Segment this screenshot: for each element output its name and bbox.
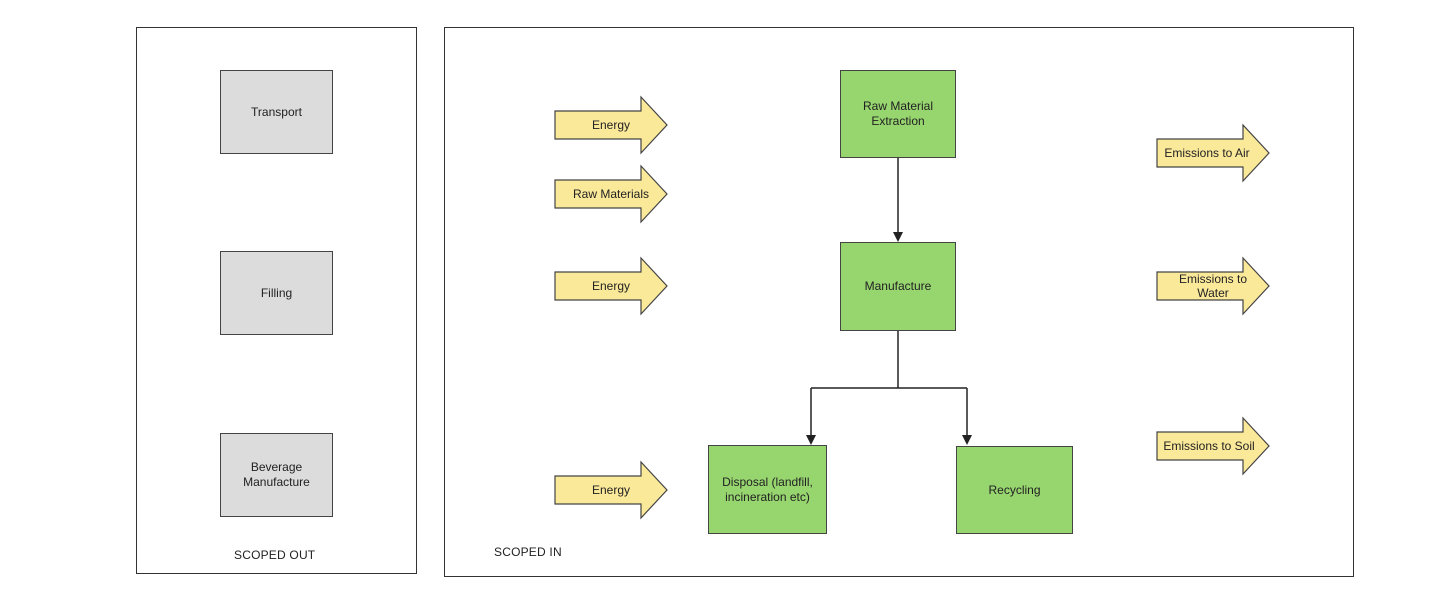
input-label-raw-materials: Raw Materials — [572, 187, 650, 201]
scoped-in-label: SCOPED IN — [494, 545, 562, 559]
disposal-box: Disposal (landfill, incineration etc) — [708, 445, 827, 534]
input-arrow-raw-materials: Raw Materials — [554, 164, 668, 224]
output-arrow-soil: Emissions to Soil — [1156, 416, 1270, 476]
raw-material-extraction-label: Raw Material Extraction — [862, 99, 934, 128]
transport-label: Transport — [251, 104, 302, 119]
transport-box: Transport — [220, 70, 333, 154]
recycling-box: Recycling — [956, 446, 1073, 534]
disposal-label: Disposal (landfill, incineration etc) — [722, 474, 813, 504]
recycling-label: Recycling — [988, 482, 1041, 497]
output-arrow-air: Emissions to Air — [1156, 123, 1270, 183]
input-arrow-energy-3: Energy — [554, 460, 668, 520]
output-label-water: Emissions to Water — [1178, 272, 1248, 300]
input-arrow-energy-1: Energy — [554, 95, 668, 155]
output-arrow-water: Emissions to Water — [1156, 256, 1270, 316]
input-label-energy-3: Energy — [591, 483, 631, 497]
input-label-energy-1: Energy — [591, 118, 631, 132]
manufacture-label: Manufacture — [864, 279, 932, 293]
filling-label: Filling — [260, 285, 293, 300]
manufacture-box: Manufacture — [840, 242, 956, 331]
raw-material-extraction-box: Raw Material Extraction — [840, 70, 956, 158]
beverage-manufacture-box: Beverage Manufacture — [220, 433, 333, 517]
output-label-air: Emissions to Air — [1164, 146, 1250, 160]
output-label-soil: Emissions to Soil — [1163, 439, 1255, 453]
filling-box: Filling — [220, 251, 333, 335]
scoped-out-label: SCOPED OUT — [234, 548, 316, 562]
input-arrow-energy-2: Energy — [554, 256, 668, 316]
input-label-energy-2: Energy — [591, 279, 631, 293]
beverage-manufacture-label: Beverage Manufacture — [243, 460, 310, 489]
